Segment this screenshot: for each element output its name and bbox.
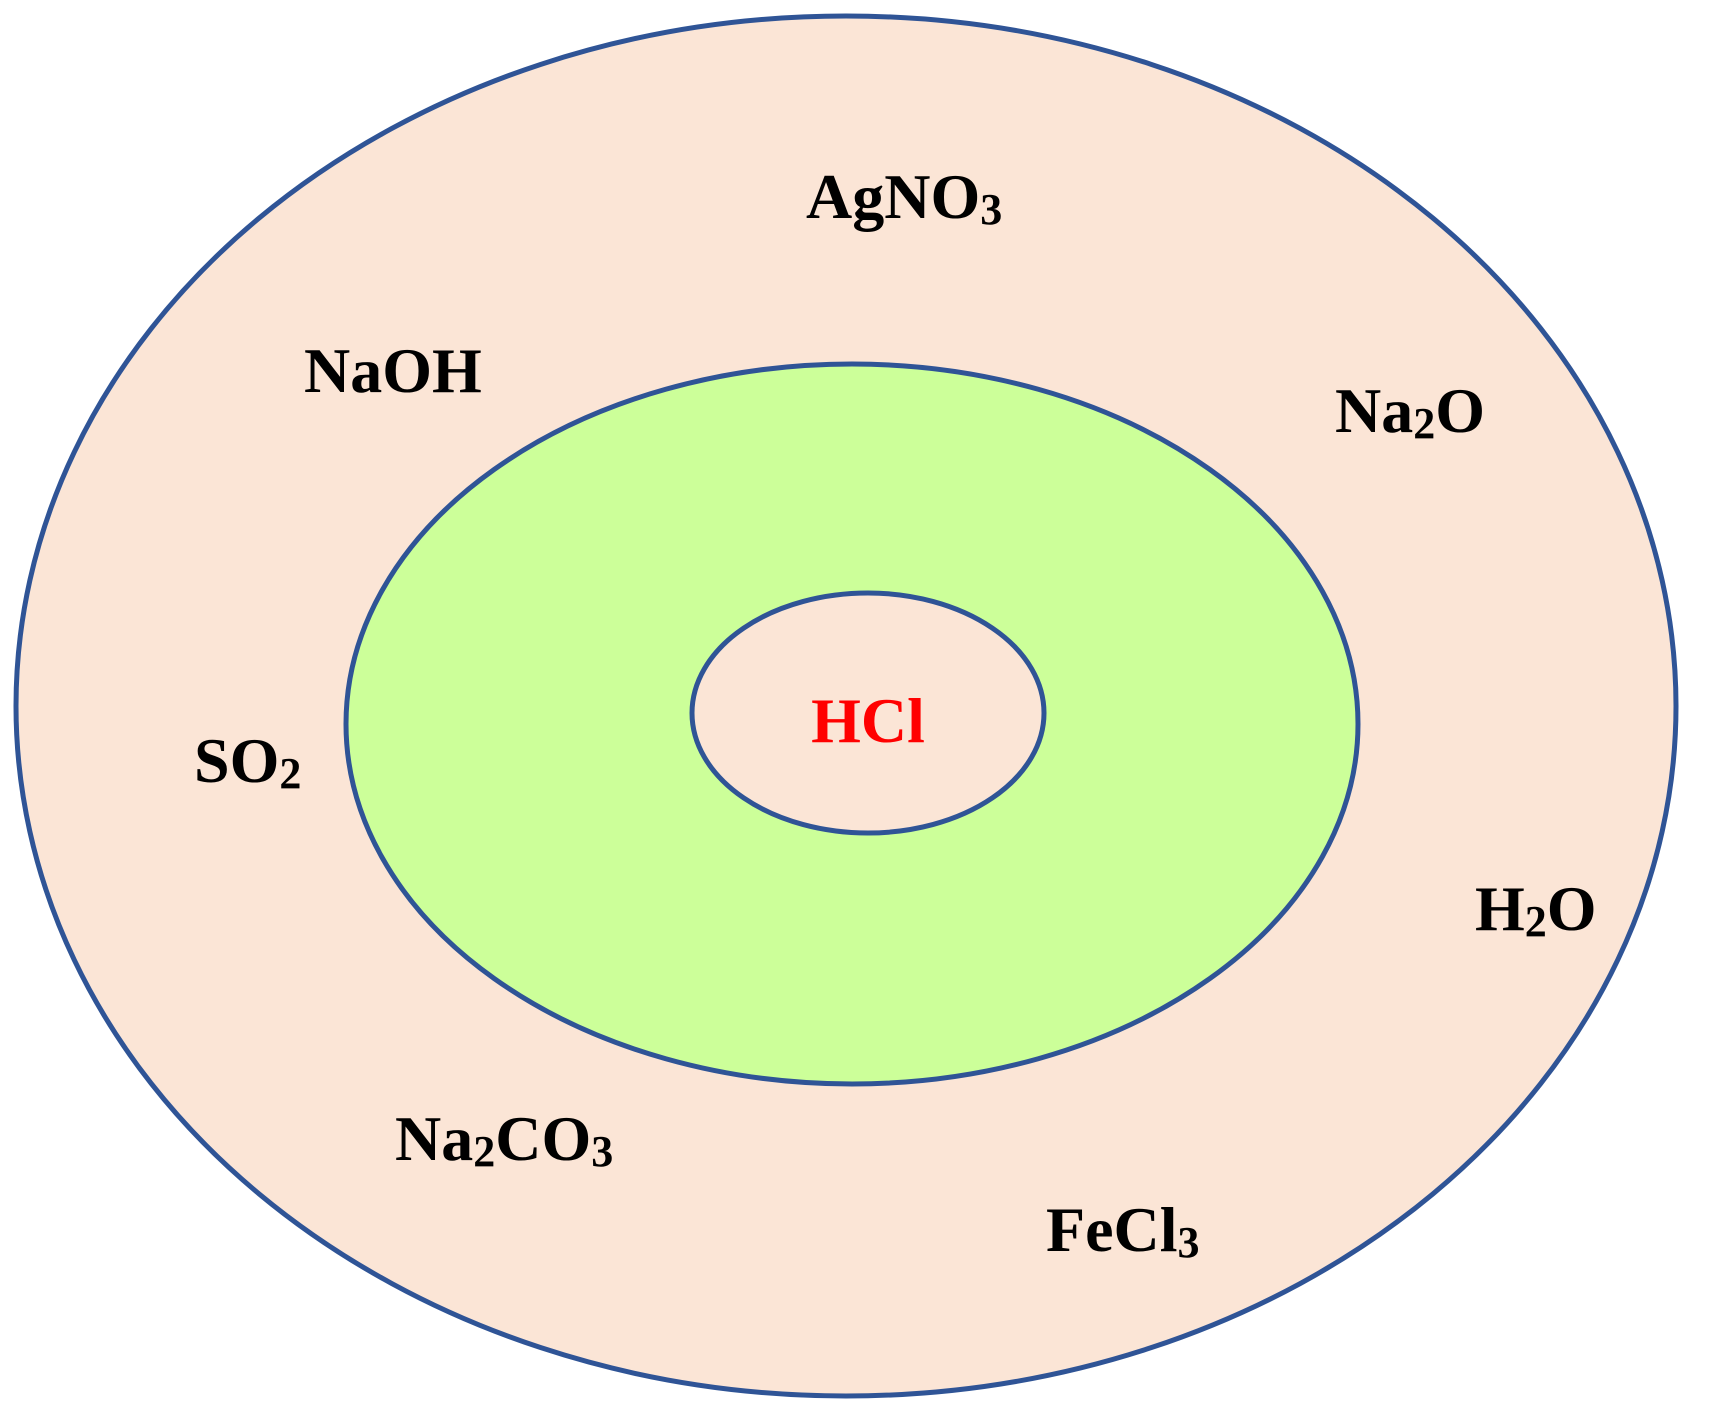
- label-fecl3-base: FeCl: [1046, 1194, 1178, 1265]
- label-agno3: AgNO3: [806, 161, 1002, 234]
- label-h2o-tail: O: [1547, 873, 1597, 944]
- label-naoh: NaOH: [304, 335, 482, 406]
- label-fecl3-sub: 3: [1178, 1218, 1200, 1267]
- label-na2o-base: Na: [1335, 375, 1413, 446]
- label-agno3-sub: 3: [980, 185, 1002, 234]
- label-naoh-base: NaOH: [304, 335, 482, 406]
- label-na2co3-sub2: 3: [591, 1127, 613, 1176]
- label-h2o-base: H: [1475, 873, 1525, 944]
- label-na2o-sub: 2: [1413, 399, 1435, 448]
- label-so2: SO2: [194, 725, 301, 798]
- inner-ellipse: [689, 590, 1047, 836]
- label-h2o: H2O: [1475, 873, 1597, 946]
- label-fecl3: FeCl3: [1046, 1194, 1200, 1267]
- label-na2co3-tail: CO: [495, 1103, 591, 1174]
- label-so2-base: SO: [194, 725, 279, 796]
- label-so2-sub: 2: [279, 749, 301, 798]
- label-na2co3-sub: 2: [473, 1127, 495, 1176]
- label-na2co3-base: Na: [395, 1103, 473, 1174]
- label-agno3-base: AgNO: [806, 161, 980, 232]
- center-label-hcl: HCl: [811, 685, 925, 756]
- label-na2o: Na2O: [1335, 375, 1485, 448]
- label-na2o-tail: O: [1435, 375, 1485, 446]
- label-h2o-sub: 2: [1525, 897, 1547, 946]
- label-na2co3: Na2CO3: [395, 1103, 613, 1176]
